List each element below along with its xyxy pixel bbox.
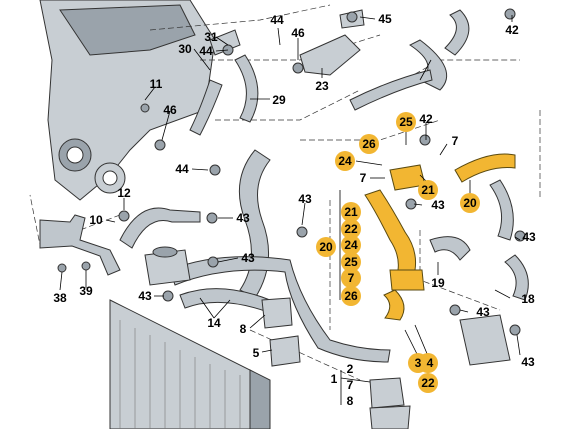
callout-22: 22 bbox=[344, 222, 358, 236]
callout-46: 46 bbox=[291, 26, 305, 40]
callout-20: 20 bbox=[463, 196, 477, 210]
callout-46: 46 bbox=[163, 103, 177, 117]
callout-42: 42 bbox=[419, 112, 433, 126]
callout-43: 43 bbox=[476, 305, 490, 319]
callout-7: 7 bbox=[348, 271, 355, 285]
leader-lines bbox=[59, 15, 521, 405]
marker-7 bbox=[341, 268, 361, 288]
callout-4: 4 bbox=[427, 356, 434, 370]
callout-42: 42 bbox=[505, 23, 519, 37]
callout-39: 39 bbox=[79, 284, 93, 298]
callout-5: 5 bbox=[253, 346, 260, 360]
callout-43: 43 bbox=[138, 289, 152, 303]
marker-22 bbox=[341, 219, 361, 239]
callout-30: 30 bbox=[178, 42, 192, 56]
callout-7: 7 bbox=[347, 378, 354, 392]
brackets bbox=[261, 297, 411, 429]
callout-21: 21 bbox=[421, 183, 435, 197]
callout-10: 10 bbox=[89, 213, 103, 227]
marker-24b bbox=[341, 235, 361, 255]
marker-25b bbox=[341, 252, 361, 272]
callout-21: 21 bbox=[344, 205, 358, 219]
callout-26: 26 bbox=[362, 137, 376, 151]
marker-24 bbox=[335, 151, 355, 171]
callout-8: 8 bbox=[347, 394, 354, 408]
coolant-pipe bbox=[39, 207, 201, 276]
callout-38: 38 bbox=[53, 291, 67, 305]
callout-44: 44 bbox=[199, 44, 213, 58]
callout-1: 1 bbox=[331, 372, 338, 386]
expansion-tank bbox=[144, 246, 191, 286]
callout-7: 7 bbox=[452, 134, 459, 148]
highlighted-hoses bbox=[364, 153, 516, 321]
callout-43: 43 bbox=[298, 192, 312, 206]
callout-2: 2 bbox=[347, 362, 354, 376]
marker-26b bbox=[341, 286, 361, 306]
callout-25: 25 bbox=[344, 255, 358, 269]
callout-23: 23 bbox=[315, 79, 329, 93]
oil-cooler bbox=[459, 314, 511, 366]
callout-43: 43 bbox=[236, 211, 250, 225]
callout-14: 14 bbox=[207, 316, 221, 330]
callout-11: 11 bbox=[150, 77, 163, 91]
marker-25 bbox=[396, 112, 416, 132]
callout-26: 26 bbox=[344, 289, 358, 303]
callout-43: 43 bbox=[521, 355, 535, 369]
callout-labels: 31 30 44 44 46 45 42 23 29 11 46 44 12 1… bbox=[53, 12, 536, 408]
callout-25: 25 bbox=[399, 115, 413, 129]
callout-7: 7 bbox=[360, 171, 367, 185]
marker-21b bbox=[341, 202, 361, 222]
highlight-markers bbox=[316, 112, 480, 393]
marker-20b bbox=[316, 237, 336, 257]
lower-hoses bbox=[169, 149, 529, 363]
callout-3: 3 bbox=[415, 356, 422, 370]
marker-26 bbox=[359, 134, 379, 154]
callout-22: 22 bbox=[421, 376, 435, 390]
marker-4 bbox=[418, 353, 438, 373]
callout-43: 43 bbox=[522, 230, 536, 244]
callout-43: 43 bbox=[431, 198, 445, 212]
marker-22b bbox=[418, 373, 438, 393]
callout-44: 44 bbox=[175, 162, 189, 176]
marker-21 bbox=[418, 180, 438, 200]
callout-18: 18 bbox=[521, 292, 535, 306]
marker-20 bbox=[460, 193, 480, 213]
callout-24: 24 bbox=[344, 238, 358, 252]
callout-20: 20 bbox=[319, 240, 333, 254]
callout-12: 12 bbox=[117, 186, 131, 200]
radiator bbox=[109, 299, 271, 429]
engine-block bbox=[39, 0, 216, 201]
callout-44: 44 bbox=[270, 13, 284, 27]
callout-29: 29 bbox=[272, 93, 286, 107]
callout-19: 19 bbox=[431, 276, 445, 290]
callout-45: 45 bbox=[378, 12, 392, 26]
callout-8: 8 bbox=[240, 322, 247, 336]
callout-43: 43 bbox=[241, 251, 255, 265]
callout-24: 24 bbox=[338, 154, 352, 168]
callout-31: 31 bbox=[204, 30, 218, 44]
